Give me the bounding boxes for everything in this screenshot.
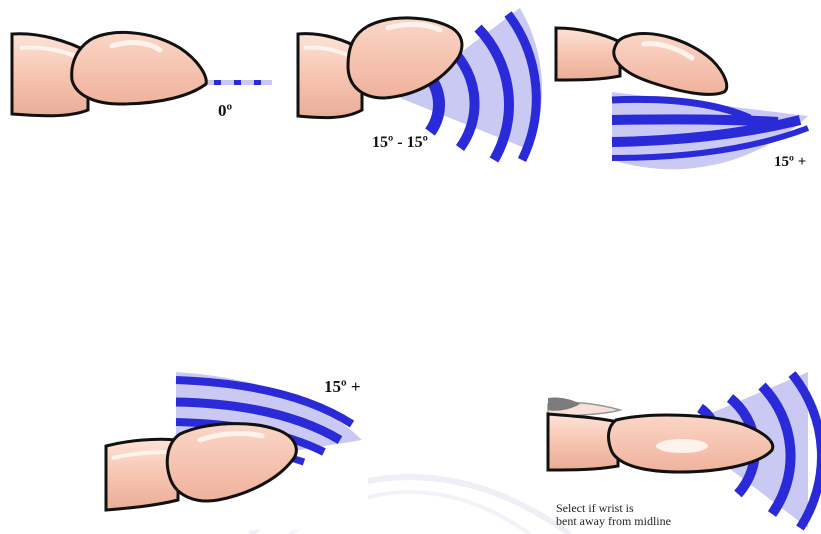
angle-label-15-plus-up: 15º + bbox=[324, 377, 361, 396]
ghost-finger bbox=[548, 397, 620, 416]
panel-0-degrees: 0º bbox=[12, 24, 274, 172]
ultrasound-beam bbox=[204, 80, 272, 85]
angle-label-15-plus-down: 15º + bbox=[774, 154, 806, 170]
angle-label-0: 0º bbox=[218, 101, 233, 120]
finger bbox=[106, 439, 178, 510]
angle-label-15-15: 15º - 15º bbox=[372, 134, 428, 151]
panel-15-minus-15: 15º - 15º bbox=[298, 8, 542, 160]
wrist-note-line1: Select if wrist is bbox=[556, 501, 634, 515]
panel-wrist-away: Select if wrist is bent away from midlin… bbox=[548, 372, 821, 528]
fingernail bbox=[614, 33, 727, 94]
panel-15-plus-up: 15º + bbox=[106, 370, 368, 530]
wrist-note-line2: bent away from midline bbox=[556, 514, 671, 528]
finger bbox=[556, 28, 620, 80]
panel-15-plus-down: 15º + bbox=[556, 28, 808, 170]
